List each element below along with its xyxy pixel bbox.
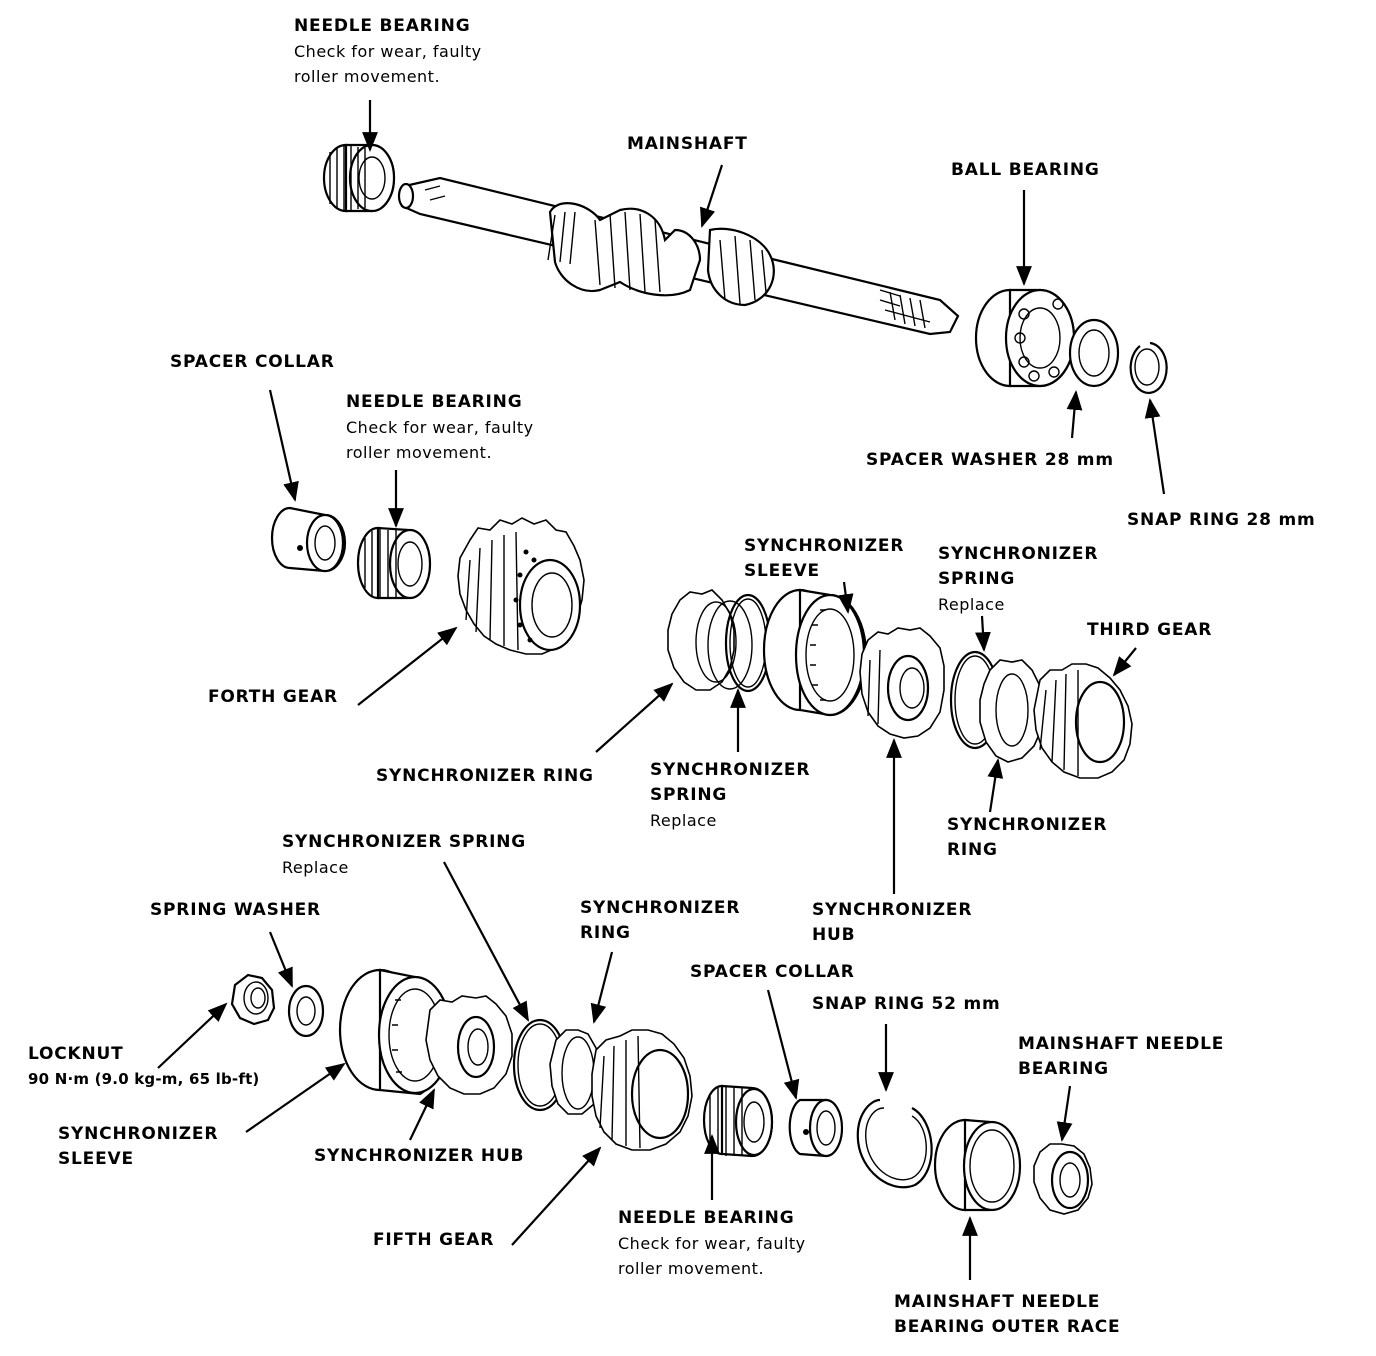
label-snap-ring-52: SNAP RING 52 mm [812, 992, 1001, 1017]
leader-lines [157, 100, 1166, 1280]
sync-hub-low-part [425, 995, 513, 1095]
label-sync-spring-low: SYNCHRONIZER SPRING Replace [282, 830, 526, 880]
label-sync-spring-right: SYNCHRONIZER SPRING Replace [938, 542, 1098, 617]
label-note: Check for wear, faulty [294, 42, 482, 61]
label-title: NEEDLE BEARING [618, 1208, 795, 1228]
label-title: THIRD GEAR [1087, 620, 1213, 640]
third-gear-part [1033, 663, 1133, 779]
label-title: RING [947, 840, 998, 860]
label-note: Replace [938, 595, 1005, 614]
label-title: LOCKNUT [28, 1044, 124, 1064]
label-title: SYNCHRONIZER HUB [314, 1146, 525, 1166]
label-title: SNAP RING 52 mm [812, 994, 1001, 1014]
label-title: SLEEVE [744, 561, 820, 581]
spacer-collar-low-part [788, 1098, 844, 1158]
label-snap-ring-28: SNAP RING 28 mm [1127, 508, 1316, 533]
spacer-washer-part [1068, 318, 1120, 388]
label-title: BEARING [1018, 1059, 1109, 1079]
label-third-gear: THIRD GEAR [1087, 618, 1212, 643]
snap-ring-28-part [1129, 341, 1168, 395]
sync-ring-right-part [979, 659, 1045, 763]
label-mainshaft: MAINSHAFT [627, 132, 748, 157]
label-mainshaft-needle-bearing: MAINSHAFT NEEDLE BEARING [1018, 1032, 1224, 1082]
label-title: NEEDLE BEARING [294, 16, 471, 36]
label-title: FIFTH GEAR [373, 1230, 495, 1250]
label-title: SYNCHRONIZER [947, 815, 1108, 835]
label-title: MAINSHAFT NEEDLE [1018, 1034, 1225, 1054]
label-title: 90 N·m (9.0 kg-m, 65 lb-ft) [28, 1070, 260, 1088]
label-ball-bearing: BALL BEARING [951, 158, 1100, 183]
label-sync-ring-low: SYNCHRONIZER RING [580, 896, 740, 946]
label-spacer-washer: SPACER WASHER 28 mm [866, 448, 1114, 473]
label-title: SYNCHRONIZER [58, 1124, 219, 1144]
label-title: SPACER COLLAR [170, 352, 335, 372]
label-spacer-collar-low: SPACER COLLAR [690, 960, 855, 985]
label-note: Check for wear, faulty [618, 1234, 806, 1253]
label-title: SPRING [650, 785, 728, 805]
label-title: SNAP RING 28 mm [1127, 510, 1316, 530]
label-needle-bearing-top: NEEDLE BEARING Check for wear, faulty ro… [294, 14, 482, 89]
label-sync-sleeve-mid: SYNCHRONIZER SLEEVE [744, 534, 904, 584]
label-title: SYNCHRONIZER [744, 536, 905, 556]
needle-bearing-low-part [702, 1084, 774, 1158]
label-locknut: LOCKNUT 90 N·m (9.0 kg-m, 65 lb-ft) [28, 1042, 260, 1092]
label-sync-hub-low: SYNCHRONIZER HUB [314, 1144, 524, 1169]
needle-bearing-mid-part [356, 526, 432, 600]
forth-gear-part [457, 517, 585, 655]
label-title: SPRING WASHER [150, 900, 321, 920]
label-spacer-collar-top: SPACER COLLAR [170, 350, 335, 375]
label-title: SYNCHRONIZER [812, 900, 973, 920]
sync-hub-mid-part [859, 627, 945, 739]
label-title: MAINSHAFT NEEDLE [894, 1292, 1101, 1312]
label-needle-bearing-mid: NEEDLE BEARING Check for wear, faulty ro… [346, 390, 534, 465]
mainshaft-part [397, 176, 960, 336]
label-sync-ring-right: SYNCHRONIZER RING [947, 813, 1107, 863]
label-note: Replace [282, 858, 349, 877]
needle-bearing-top-part [322, 143, 396, 213]
label-sync-ring-mid: SYNCHRONIZER RING [376, 764, 594, 789]
label-title: BALL BEARING [951, 160, 1100, 180]
mainshaft-needle-bearing-part [1033, 1143, 1093, 1215]
label-title: SYNCHRONIZER [580, 898, 741, 918]
label-note: Replace [650, 811, 717, 830]
ball-bearing-part [974, 288, 1076, 388]
locknut-part [230, 973, 276, 1026]
label-spring-washer: SPRING WASHER [150, 898, 321, 923]
label-title: NEEDLE BEARING [346, 392, 523, 412]
sync-sleeve-mid-part [762, 588, 868, 717]
label-title: SPACER COLLAR [690, 962, 855, 982]
spring-washer-part [287, 984, 325, 1038]
label-title: RING [580, 923, 631, 943]
spacer-collar-top-part [270, 506, 347, 573]
label-title: FORTH GEAR [208, 687, 338, 707]
label-title: SYNCHRONIZER RING [376, 766, 594, 786]
label-needle-bearing-low: NEEDLE BEARING Check for wear, faulty ro… [618, 1206, 806, 1281]
label-title: MAINSHAFT [627, 134, 748, 154]
label-title: SYNCHRONIZER [938, 544, 1099, 564]
label-sync-spring-mid: SYNCHRONIZER SPRING Replace [650, 758, 810, 833]
label-fifth-gear: FIFTH GEAR [373, 1228, 494, 1253]
outer-race-part [933, 1118, 1022, 1212]
label-outer-race: MAINSHAFT NEEDLE BEARING OUTER RACE [894, 1290, 1120, 1340]
label-note: roller movement. [618, 1259, 765, 1278]
label-title: SPRING [938, 569, 1016, 589]
label-title: SYNCHRONIZER [650, 760, 811, 780]
label-title: HUB [812, 925, 856, 945]
label-note: Check for wear, faulty [346, 418, 534, 437]
snap-ring-52-part [856, 1098, 933, 1189]
label-title: SPACER WASHER 28 mm [866, 450, 1114, 470]
label-title: SYNCHRONIZER SPRING [282, 832, 527, 852]
sync-ring-mid-part [667, 589, 753, 691]
label-title: BEARING OUTER RACE [894, 1317, 1121, 1337]
label-title: SLEEVE [58, 1149, 134, 1169]
label-note: roller movement. [346, 443, 493, 462]
label-sync-hub-mid: SYNCHRONIZER HUB [812, 898, 972, 948]
label-sync-sleeve-low: SYNCHRONIZER SLEEVE [58, 1122, 218, 1172]
label-forth-gear: FORTH GEAR [208, 685, 338, 710]
label-note: roller movement. [294, 67, 441, 86]
fifth-gear-part [591, 1029, 693, 1151]
